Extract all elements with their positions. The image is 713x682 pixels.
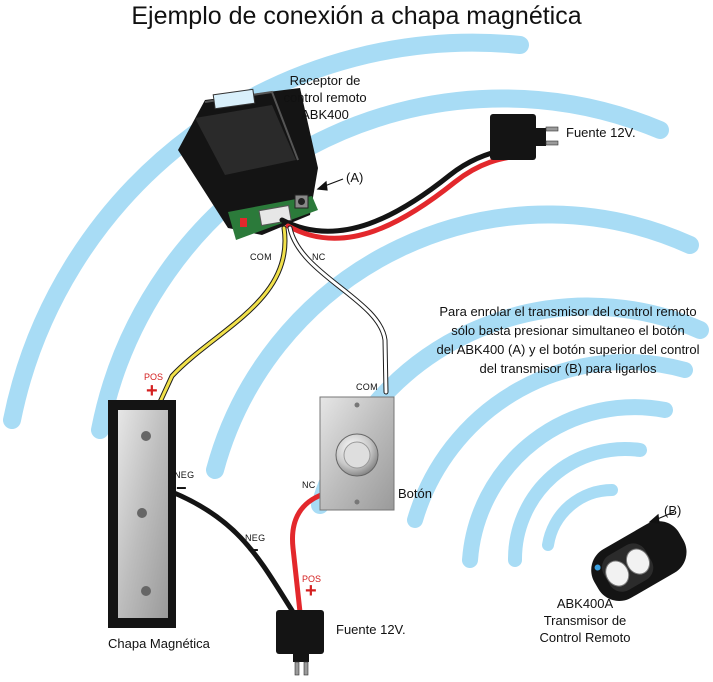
receiver-display bbox=[212, 88, 256, 110]
wire-black-neg bbox=[169, 489, 296, 615]
label-b: (B) bbox=[664, 503, 682, 518]
lock-label: Chapa Magnética bbox=[108, 636, 210, 651]
radio-wave-2 bbox=[507, 441, 647, 567]
wire-minus-sign: − bbox=[248, 540, 259, 560]
power-supply-bottom bbox=[276, 610, 324, 676]
wire-neg-label: NEG bbox=[245, 533, 266, 543]
transmitter-button-top bbox=[605, 560, 630, 587]
terminal-nc-label: NC bbox=[312, 252, 326, 262]
power-top-label: Fuente 12V. bbox=[566, 125, 636, 140]
transmitter-label: ABK400A Transmisor de Control Remoto bbox=[520, 595, 650, 646]
radio-wave-1 bbox=[542, 484, 618, 551]
power-pos-label: POS bbox=[302, 574, 322, 584]
page-title: Ejemplo de conexión a chapa magnética bbox=[131, 2, 582, 30]
power-bottom-label: Fuente 12V. bbox=[336, 622, 406, 637]
power-plus-sign: + bbox=[305, 580, 317, 602]
instructions-line4: del transmisor (B) para ligarlos bbox=[479, 361, 657, 376]
radio-wave-3 bbox=[462, 399, 673, 568]
lock-screw-2 bbox=[137, 508, 147, 518]
lock-screw-3 bbox=[141, 586, 151, 596]
transmitter-label-line1: ABK400A bbox=[556, 596, 614, 611]
instructions-line2: sólo basta presionar simultaneo el botón bbox=[451, 323, 685, 338]
button-com-label: COM bbox=[356, 382, 378, 392]
wires bbox=[157, 145, 521, 615]
button-label: Botón bbox=[398, 486, 432, 501]
transmitter-abk400a bbox=[591, 521, 687, 601]
radio-wave-6 bbox=[206, 205, 699, 479]
power-supply-top bbox=[490, 114, 559, 160]
magnetic-lock bbox=[108, 400, 176, 628]
lock-minus-sign: − bbox=[176, 478, 187, 498]
receiver-label-line1: Receptor de bbox=[289, 73, 361, 88]
transmitter-label-line2: Transmisor de bbox=[543, 613, 627, 628]
lock-plus-sign: + bbox=[146, 380, 158, 402]
push-button bbox=[319, 396, 395, 511]
instructions-line3: del ABK400 (A) y el botón superior del c… bbox=[436, 342, 700, 357]
receiver-label: Receptor de control remoto ABK400 bbox=[255, 72, 395, 123]
transmitter-button-bottom bbox=[625, 548, 651, 575]
pointer-arrows bbox=[316, 178, 675, 524]
label-a: (A) bbox=[346, 170, 364, 185]
instructions-line1: Para enrolar el transmisor del control r… bbox=[439, 304, 697, 319]
transmitter-label-line3: Control Remoto bbox=[539, 630, 631, 645]
lock-pos-label: POS bbox=[144, 372, 164, 382]
radio-wave-4 bbox=[407, 353, 693, 528]
receiver-abk400 bbox=[178, 88, 318, 240]
receiver-label-line3: ABK400 bbox=[301, 107, 349, 122]
wire-red-power-top bbox=[285, 153, 521, 241]
terminal-com-label: COM bbox=[250, 252, 272, 262]
wire-yellow-com-core bbox=[158, 226, 287, 404]
lock-neg-label: NEG bbox=[174, 470, 195, 480]
instructions-text: Para enrolar el transmisor del control r… bbox=[418, 302, 713, 378]
button-nc-label: NC bbox=[302, 480, 316, 490]
receiver-led bbox=[240, 218, 247, 227]
lock-screw-1 bbox=[141, 431, 151, 441]
receiver-label-line2: control remoto bbox=[283, 90, 367, 105]
wire-white-nc-core bbox=[288, 226, 388, 394]
